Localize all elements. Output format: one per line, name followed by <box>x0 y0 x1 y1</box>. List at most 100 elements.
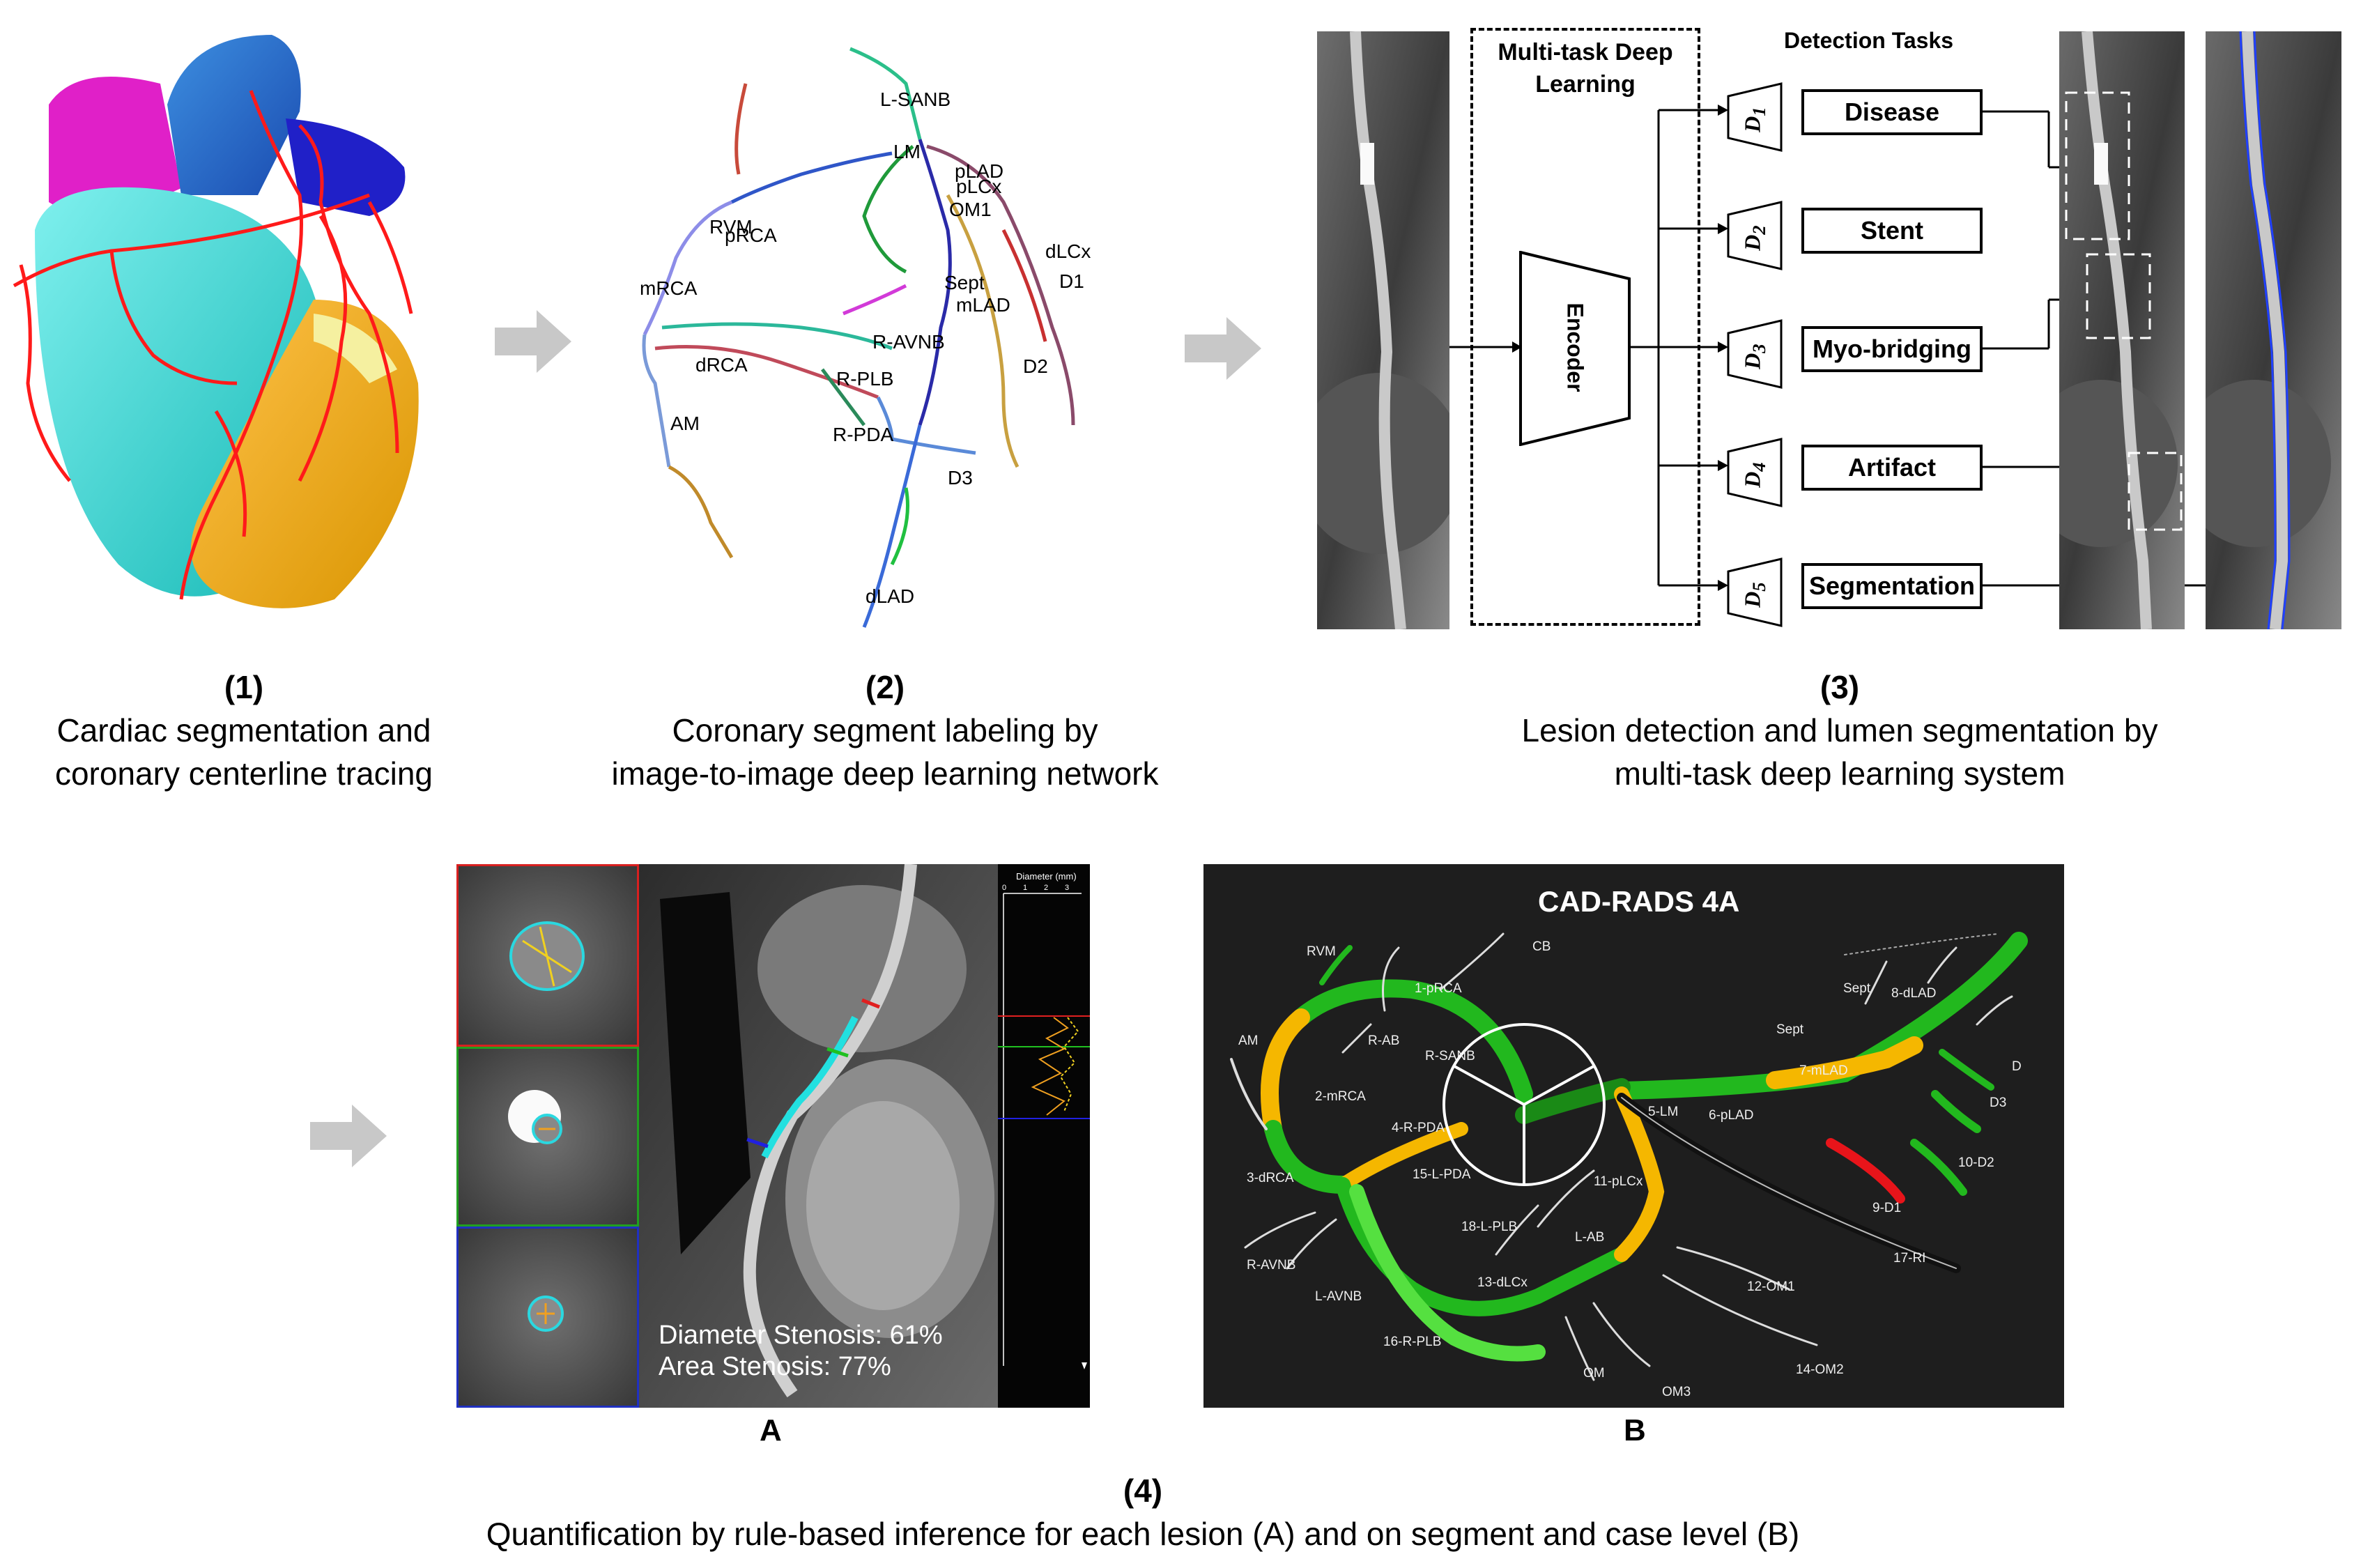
segment-label-r-plb: R-PLB <box>836 368 894 390</box>
segment-label-lm: LM <box>893 141 921 162</box>
cad-label-17-ri: 17-RI <box>1893 1251 1926 1266</box>
panel-a-diameter-plot: Diameter (mm) 0 1 2 3 <box>998 864 1090 1408</box>
cad-label-16-r-plb: 16-R-PLB <box>1383 1335 1442 1349</box>
panel3-caption-line2: multi-task deep learning system <box>1614 755 2065 792</box>
detection-tasks-title: Detection Tasks <box>1784 28 1954 53</box>
decoder-d2-label: D2 <box>1740 225 1770 250</box>
flow-arrow-2 <box>1185 317 1261 380</box>
segment-label-d3: D3 <box>948 467 973 489</box>
cross-section-bottom <box>456 1227 639 1408</box>
cad-label-6-plad: 6-pLAD <box>1709 1108 1754 1123</box>
ct-segmentation-output-image <box>2206 31 2341 629</box>
segment-label-mlad: mLAD <box>956 294 1010 316</box>
cad-label-sept-2: Sept <box>1843 981 1871 996</box>
cad-label-13-dlcx: 13-dLCx <box>1477 1275 1528 1290</box>
segment-label-am: AM <box>670 413 700 434</box>
cad-label-14-om2: 14-OM2 <box>1796 1362 1844 1377</box>
cad-label-4-r-pda: 4-R-PDA <box>1392 1121 1445 1135</box>
panel4-number: (4) <box>1123 1473 1163 1509</box>
cad-label-sept-1: Sept <box>1776 1022 1804 1037</box>
heart-segmentation-image <box>13 35 419 608</box>
decoder-d4-label: D4 <box>1740 462 1770 487</box>
task-box-segmentation: Segmentation <box>1801 563 1983 609</box>
cad-label-3-drca: 3-dRCA <box>1247 1171 1294 1185</box>
decoder-d3-label: D3 <box>1740 344 1770 369</box>
panel1-caption: (1) Cardiac segmentation and coronary ce… <box>0 666 488 795</box>
cad-label-d: D <box>2012 1059 2022 1074</box>
cad-label-10-d2: 10-D2 <box>1958 1155 1994 1170</box>
cad-label-r-avnb: R-AVNB <box>1247 1258 1296 1273</box>
flow-arrow-1 <box>495 310 571 373</box>
segment-label-r-pda: R-PDA <box>833 424 894 445</box>
segment-label-prca: pRCA <box>725 224 777 246</box>
panel-a-label: A <box>760 1413 782 1447</box>
cad-label-rvm: RVM <box>1307 944 1336 959</box>
lumen-contours <box>508 921 585 1332</box>
panel1-caption-line2: coronary centerline tracing <box>54 755 433 792</box>
diameter-tick-1: 1 <box>1023 884 1028 892</box>
task-box-stent: Stent <box>1801 208 1983 254</box>
cad-label-5-lm: 5-LM <box>1648 1105 1679 1119</box>
cad-rads-title: CAD-RADS 4A <box>1538 885 1740 918</box>
panel1-number: (1) <box>224 669 264 705</box>
decoder-d1-letter: D <box>1739 116 1765 132</box>
panel2-caption: (2) Coronary segment labeling by image-t… <box>585 666 1185 795</box>
segment-label-d2: D2 <box>1023 355 1048 377</box>
panel3-caption: (3) Lesion detection and lumen segmentat… <box>1429 666 2251 795</box>
decoder-d4-letter: D <box>1739 471 1765 488</box>
panel2-caption-line2: image-to-image deep learning network <box>611 755 1159 792</box>
cad-label-r-sanb: R-SANB <box>1425 1049 1475 1063</box>
decoder-d5-label: D5 <box>1740 582 1770 607</box>
decoder-d4 <box>1727 438 1783 507</box>
cad-label-7-mlad: 7-mLAD <box>1799 1063 1848 1078</box>
decoder-d2-letter: D <box>1739 234 1765 251</box>
panel4-caption-line1: Quantification by rule-based inference f… <box>486 1516 1800 1552</box>
decoder-d5 <box>1727 558 1783 627</box>
decoder-d1-sub: 1 <box>1748 107 1769 116</box>
diameter-profile-plot <box>998 893 1090 1369</box>
segment-label-plad: pLAD <box>955 160 1004 182</box>
segment-label-dlad: dLAD <box>866 585 915 607</box>
diameter-axis-title: Diameter (mm) <box>1016 871 1077 882</box>
cad-label-15-l-pda: 15-L-PDA <box>1413 1167 1471 1182</box>
flow-arrow-3 <box>310 1105 387 1167</box>
cad-label-d3: D3 <box>1990 1096 2007 1110</box>
segment-label-sept: Sept <box>944 272 985 293</box>
cad-label-om3: OM3 <box>1662 1385 1691 1399</box>
multitask-dl-dashed-box <box>1470 28 1700 626</box>
task-box-artifact: Artifact <box>1801 445 1983 491</box>
curved-mpr-image <box>639 864 998 1408</box>
segment-label-drca: dRCA <box>695 354 748 376</box>
cad-label-1-prca: 1-pRCA <box>1415 981 1462 996</box>
panel-b-cad-rads: CAD-RADS 4A <box>1203 864 2064 1408</box>
segment-label-r-avnb: R-AVNB <box>872 331 945 353</box>
decoder-d2 <box>1727 201 1783 270</box>
ct-input-image <box>1317 31 1449 629</box>
cad-label-2-mrca: 2-mRCA <box>1315 1089 1366 1104</box>
decoder-d3 <box>1727 319 1783 389</box>
decoder-d2-sub: 2 <box>1748 225 1769 235</box>
decoder-d4-sub: 4 <box>1748 462 1769 472</box>
segment-label-rvm: RVM <box>709 216 753 238</box>
segment-label-l-sanb: L-SANB <box>880 89 951 110</box>
decoder-d1 <box>1727 82 1783 152</box>
cad-rads-tree <box>1230 932 2028 1381</box>
cad-label-l-avnb: L-AVNB <box>1315 1289 1362 1304</box>
segment-label-plcx: pLCx <box>956 176 1002 197</box>
decoder-d3-letter: D <box>1739 353 1765 369</box>
segment-label-dlcx: dLCx <box>1045 240 1091 262</box>
decoder-d3-sub: 3 <box>1748 344 1769 353</box>
multitask-dl-title: Multi-task Deep Learning <box>1498 39 1673 98</box>
diameter-tick-3: 3 <box>1065 884 1070 892</box>
decoder-d5-sub: 5 <box>1748 582 1769 592</box>
panel4-caption: (4) Quantification by rule-based inferen… <box>279 1469 2007 1555</box>
panel2-caption-line1: Coronary segment labeling by <box>672 712 1098 748</box>
diameter-tick-2: 2 <box>1044 884 1049 892</box>
task-box-myo-bridging: Myo-bridging <box>1801 326 1983 372</box>
cad-label-cb: CB <box>1532 939 1551 954</box>
panel-b-label: B <box>1624 1413 1646 1447</box>
panel3-caption-line1: Lesion detection and lumen segmentation … <box>1521 712 2158 748</box>
segment-label-mrca: mRCA <box>640 277 698 299</box>
cad-label-om: OM <box>1583 1366 1605 1381</box>
decoder-d5-letter: D <box>1739 591 1765 608</box>
